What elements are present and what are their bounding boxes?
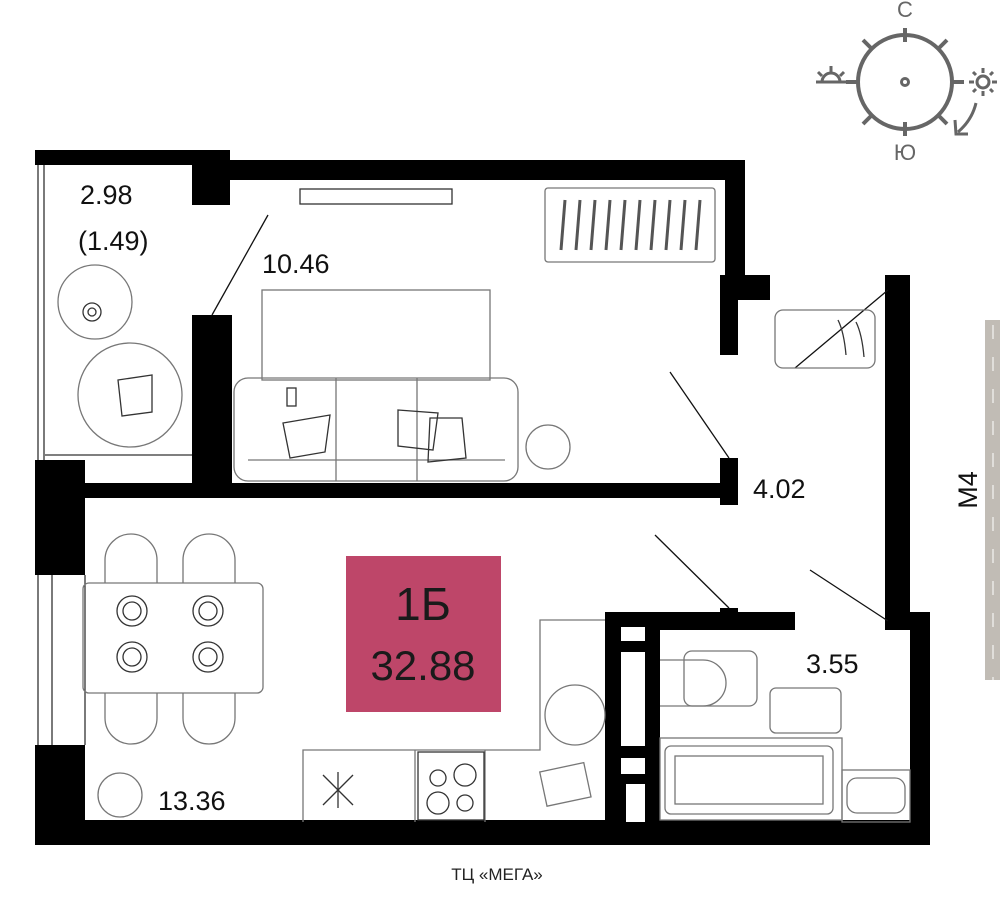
- apartment-total-area: 32.88: [370, 642, 475, 689]
- furniture: [57, 187, 911, 823]
- landmark-label: ТЦ «МЕГА»: [451, 865, 543, 884]
- sun-path-arrow-icon: [953, 102, 978, 136]
- sunrise-icon: [816, 66, 846, 84]
- compass-south-label: Ю: [894, 140, 916, 165]
- sun-icon: [969, 68, 997, 96]
- road-label: М4: [953, 471, 983, 509]
- apartment-badge: 1Б 32.88: [346, 556, 501, 712]
- road: М4: [953, 320, 1000, 680]
- hallway-area-label: 4.02: [753, 474, 806, 504]
- bedroom-area-label: 10.46: [262, 249, 330, 279]
- balcony-reduced-area-label: (1.49): [78, 226, 149, 256]
- apartment-type-label: 1Б: [395, 578, 451, 630]
- compass: С Ю: [816, 0, 997, 165]
- bathroom-area-label: 3.55: [806, 649, 859, 679]
- balcony-area-label: 2.98: [80, 180, 133, 210]
- kitchen-living-area-label: 13.36: [158, 786, 226, 816]
- walls: [35, 150, 930, 845]
- apartment-badge-bg: [346, 556, 501, 712]
- compass-north-label: С: [897, 0, 913, 22]
